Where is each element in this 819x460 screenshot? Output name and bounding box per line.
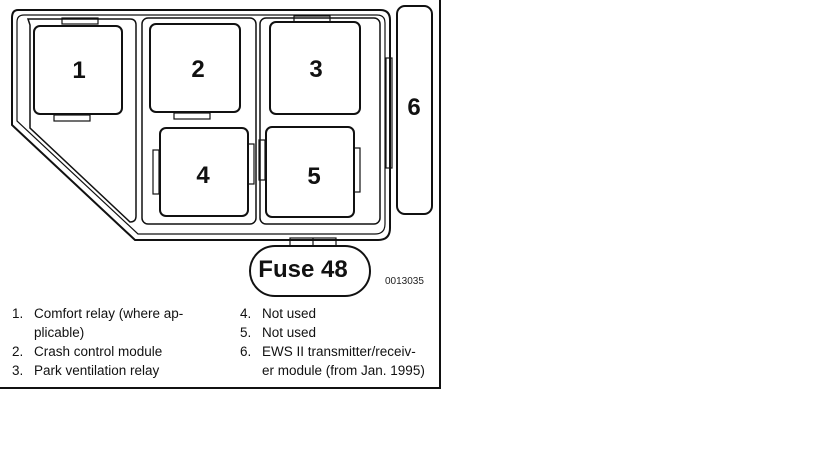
relay-4-label: 4 [196,162,210,189]
relay-1-tab-bottom [53,114,91,122]
relay-3-tab-top [293,15,331,23]
legend-item: 4. Not used [240,304,440,323]
legend-text: Not used [262,325,317,340]
legend-number: 3. [12,363,24,378]
legend-item: 1. Comfort relay (where ap- [12,304,232,323]
legend-number: 4. [240,306,252,321]
legend-text: Crash control module [34,344,163,359]
legend-number: 2. [12,344,24,359]
legend-text: Park ventilation relay [34,363,160,378]
relay-1 [33,25,123,115]
legend-text: plicable) [34,325,85,340]
relay-1-tab-top [61,17,99,25]
legend-text: Not used [262,306,317,321]
legend-item: 3. Park ventilation relay [12,361,232,380]
module-6-connector [385,57,393,169]
legend-number: 5. [240,325,252,340]
legend-number: 6. [240,344,252,359]
relay-1-label: 1 [72,57,86,84]
legend-number: 1. [12,306,24,321]
relay-panel-drawing [11,5,433,297]
legend-number [12,323,34,342]
relay-2 [149,23,241,113]
module-6 [396,5,433,215]
legend-text: Comfort relay (where ap- [34,306,184,321]
relay-5-label: 5 [307,163,321,190]
legend-item: plicable) [12,323,232,342]
compartment-left [26,18,137,223]
legend-right: 4. Not used 5. Not used 6. EWS II transm… [240,304,440,380]
legend-item: er module (from Jan. 1995) [240,361,440,380]
figure-bottom-border [0,387,441,389]
legend-text: EWS II transmitter/receiv- [262,344,416,359]
figure-right-border [439,0,441,389]
module-6-label: 6 [407,94,421,121]
relay-5-tab-left [258,139,266,181]
compartment-right [259,17,381,225]
relay-3-label: 3 [309,56,323,83]
relay-2-tab-bottom [173,112,211,120]
legend-left: 1. Comfort relay (where ap- plicable) 2.… [12,304,232,380]
legend-item: 5. Not used [240,323,440,342]
figure-code: 0013035 [385,276,424,287]
housing-outline [11,9,391,241]
relay-5-tab-right [353,147,361,193]
relay-2-label: 2 [191,56,205,83]
relay-panel-diagram: 1 2 3 4 5 6 Fuse 48 0013035 1. Comfort r… [0,0,441,390]
relay-4-tab-right [247,143,255,185]
fuse-label: Fuse 48 [258,256,348,283]
legend-text: er module (from Jan. 1995) [262,363,425,378]
legend-item: 2. Crash control module [12,342,232,361]
housing-inner-outline [16,14,386,235]
relay-4-tab-left [152,149,160,195]
compartment-middle [141,17,257,225]
legend-item: 6. EWS II transmitter/receiv- [240,342,440,361]
legend-number [240,361,262,380]
